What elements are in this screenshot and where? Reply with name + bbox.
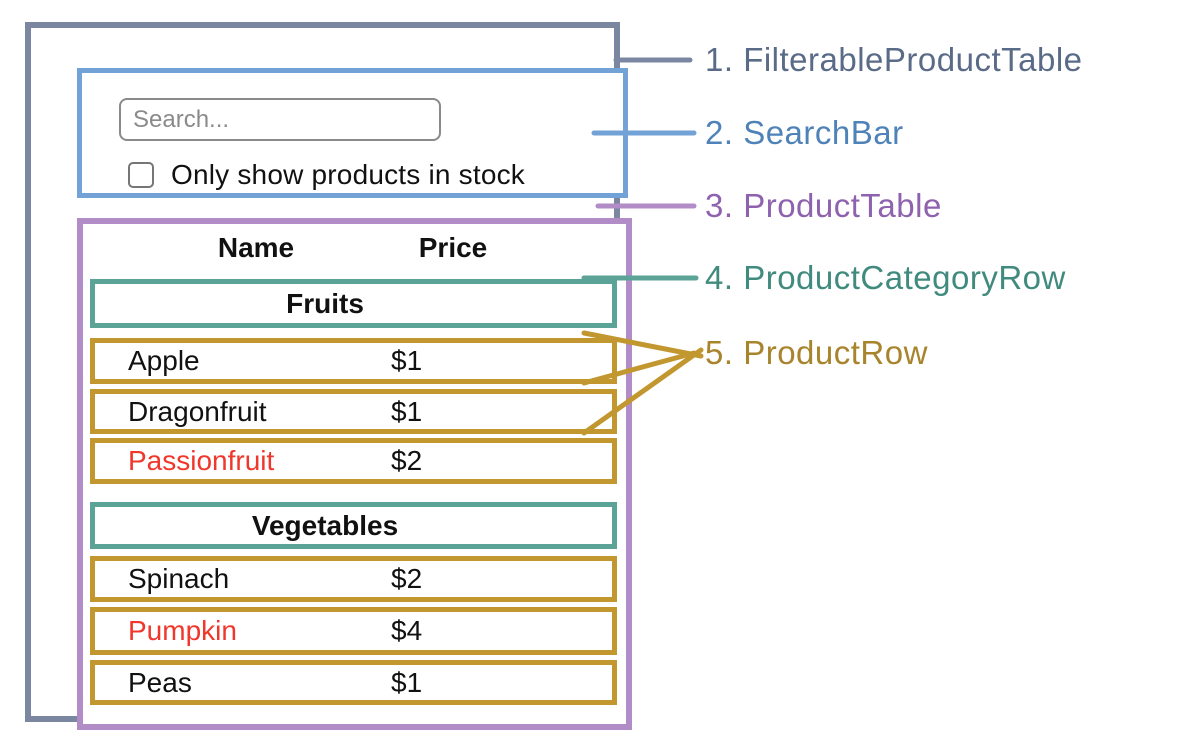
column-header-price: Price (418, 232, 488, 263)
product-row-apple: Apple $1 (90, 338, 617, 384)
product-row-spinach: Spinach $2 (90, 556, 617, 602)
annotation-filterable-product-table: 1. FilterableProductTable (705, 41, 1083, 78)
product-name: Apple (128, 345, 200, 376)
product-row-passionfruit: Passionfruit $2 (90, 438, 617, 484)
category-label: Fruits (286, 287, 364, 319)
annotation-search-bar: 2. SearchBar (705, 114, 904, 151)
product-name: Dragonfruit (128, 395, 267, 427)
filterable-product-table-box: Only show products in stock Name Price F… (25, 22, 632, 730)
product-price: $2 (391, 563, 423, 594)
product-name-out-of-stock: Pumpkin (128, 615, 237, 646)
product-price: $1 (391, 345, 423, 376)
product-name-out-of-stock: Passionfruit (128, 445, 275, 476)
product-price: $1 (391, 395, 423, 427)
search-input[interactable] (119, 98, 441, 141)
in-stock-checkbox-label: Only show products in stock (171, 159, 525, 190)
annotation-product-row: 5. ProductRow (705, 334, 928, 371)
category-row-fruits: Fruits (90, 279, 617, 328)
product-name: Peas (128, 666, 192, 698)
product-name: Spinach (128, 563, 230, 594)
product-row-peas: Peas $1 (90, 660, 617, 705)
in-stock-checkbox[interactable] (128, 162, 154, 188)
product-row-pumpkin: Pumpkin $4 (90, 607, 617, 655)
annotation-product-category-row: 4. ProductCategoryRow (705, 259, 1066, 296)
product-price: $2 (391, 445, 423, 476)
product-row-dragonfruit: Dragonfruit $1 (90, 389, 617, 434)
product-price: $4 (391, 615, 423, 646)
annotation-product-table: 3. ProductTable (705, 187, 942, 224)
product-price: $1 (391, 666, 423, 698)
search-bar-box: Only show products in stock (77, 68, 628, 198)
category-row-vegetables: Vegetables (90, 502, 617, 549)
in-stock-filter-row: Only show products in stock (128, 159, 525, 191)
category-label: Vegetables (251, 509, 399, 541)
column-header-name: Name (217, 232, 295, 263)
product-table-box: Name Price Fruits Apple $1 Dragonfruit $… (77, 218, 632, 730)
